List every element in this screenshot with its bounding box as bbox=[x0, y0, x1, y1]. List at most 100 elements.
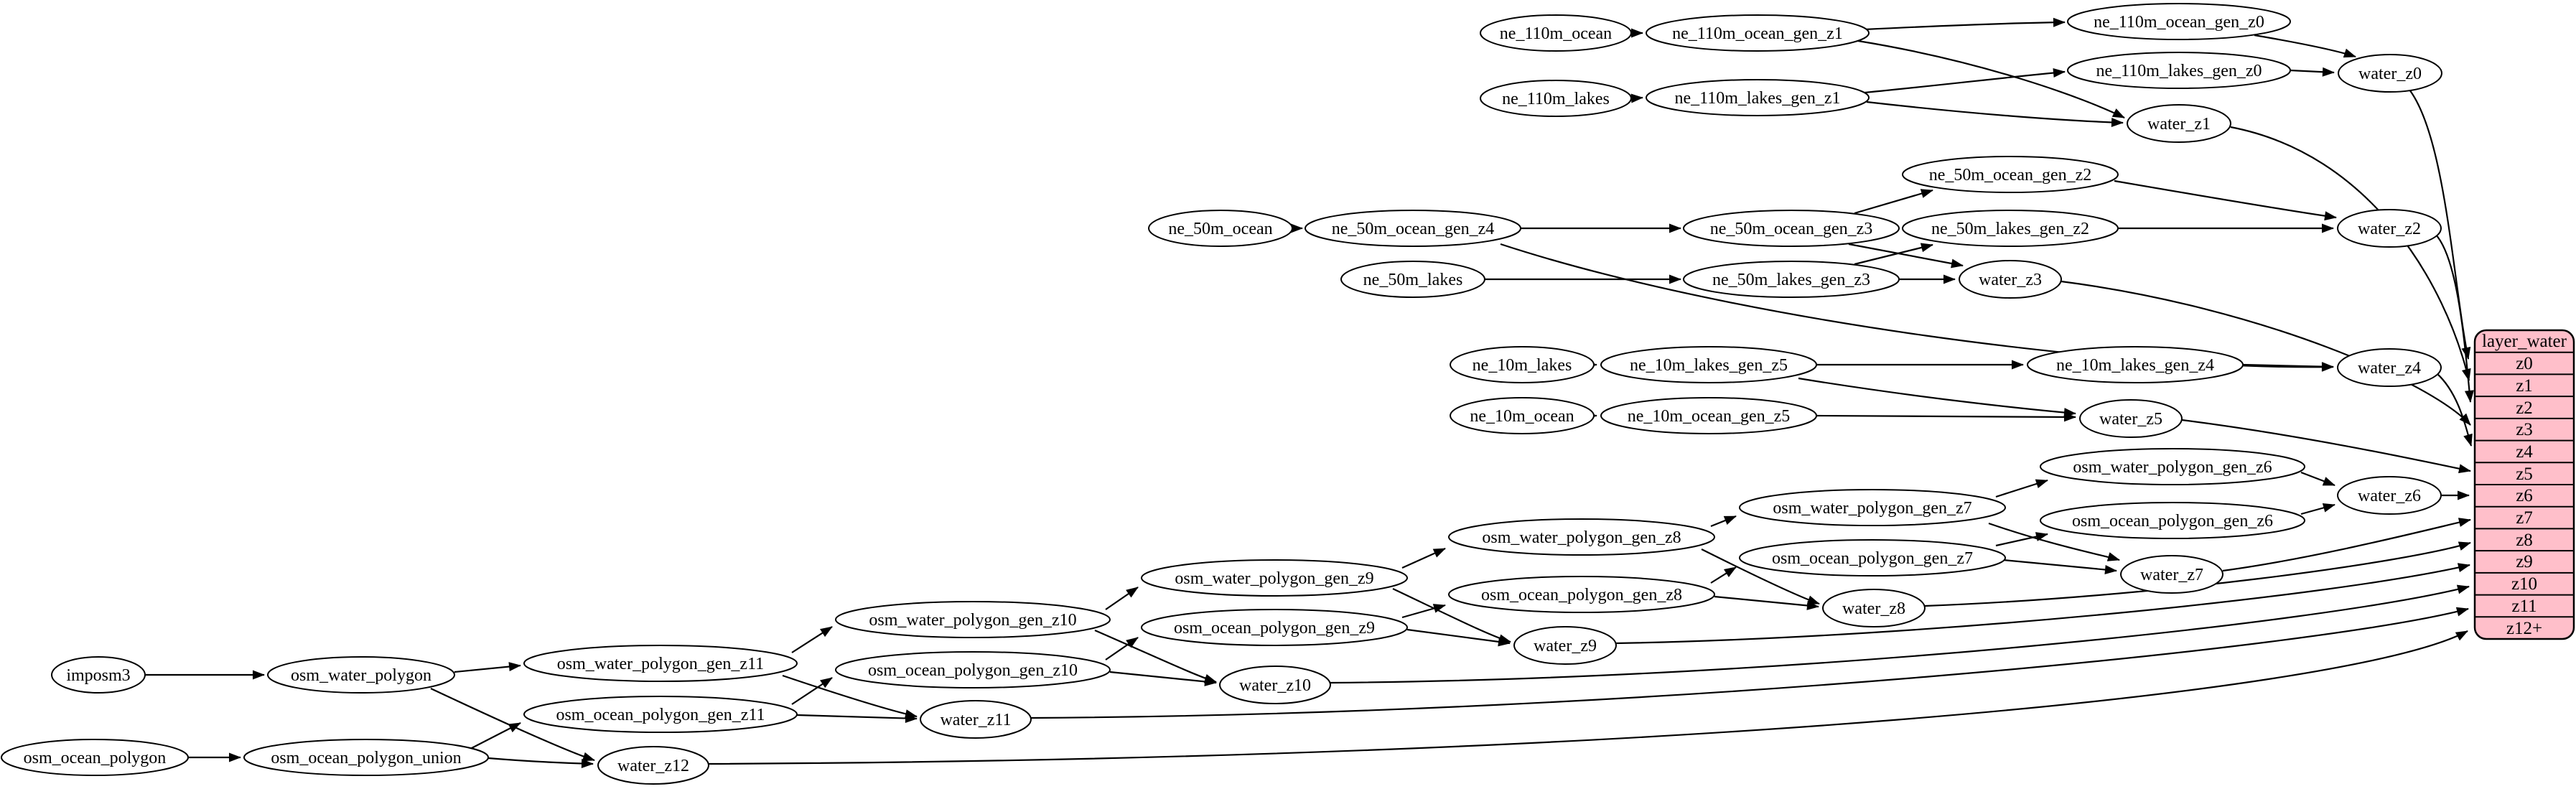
node-osm_ocean_polygon_gen_z11: osm_ocean_polygon_gen_z11 bbox=[523, 696, 798, 733]
edge-ne_110m_lakes_gen_z1--water_z1 bbox=[1866, 101, 2124, 127]
node-ne_50m_ocean_gen_z4: ne_50m_ocean_gen_z4 bbox=[1305, 210, 1521, 247]
node-water_z7: water_z7 bbox=[2120, 555, 2223, 594]
node-label: ne_50m_lakes bbox=[1363, 271, 1463, 289]
node-ne_110m_ocean_gen_z1: ne_110m_ocean_gen_z1 bbox=[1646, 14, 1870, 52]
node-label: osm_water_polygon bbox=[291, 666, 431, 685]
node-label: ne_110m_ocean_gen_z0 bbox=[2094, 13, 2264, 32]
edge-water_z11--layer_water-z11 bbox=[1030, 607, 2469, 719]
node-ne_10m_ocean: ne_10m_ocean bbox=[1450, 397, 1595, 434]
node-label: ne_50m_ocean bbox=[1168, 220, 1272, 238]
node-label: water_z5 bbox=[2099, 410, 2162, 429]
edge-ne_50m_ocean_gen_z3--water_z3 bbox=[1848, 243, 1964, 269]
node-label: imposm3 bbox=[66, 666, 130, 685]
node-label: osm_ocean_polygon bbox=[24, 749, 167, 767]
node-label: osm_water_polygon_gen_z7 bbox=[1773, 499, 1971, 518]
edge-osm_ocean_polygon_gen_z10--water_z10 bbox=[1109, 671, 1217, 686]
node-label: water_z12 bbox=[617, 757, 689, 775]
node-ne_50m_ocean_gen_z3: ne_50m_ocean_gen_z3 bbox=[1683, 210, 1900, 247]
edge-osm_ocean_polygon_gen_z8--osm_ocean_polygon_gen_z7 bbox=[1710, 566, 1737, 584]
node-osm_ocean_polygon_gen_z6: osm_ocean_polygon_gen_z6 bbox=[2040, 502, 2305, 539]
node-osm_water_polygon_gen_z8: osm_water_polygon_gen_z8 bbox=[1448, 518, 1715, 556]
node-osm_water_polygon_gen_z10: osm_water_polygon_gen_z10 bbox=[835, 601, 1111, 638]
edge-osm_water_polygon_gen_z7--water_z7 bbox=[1988, 522, 2120, 561]
node-osm_ocean_polygon_gen_z8: osm_ocean_polygon_gen_z8 bbox=[1448, 576, 1715, 613]
edge-ne_50m_ocean_gen_z2--water_z2 bbox=[2114, 179, 2337, 221]
edge-water_z4--layer_water-z4 bbox=[2436, 373, 2473, 447]
node-label: water_z6 bbox=[2358, 487, 2421, 505]
node-label: ne_110m_lakes_gen_z1 bbox=[1674, 89, 1840, 108]
node-label: osm_ocean_polygon_gen_z9 bbox=[1174, 619, 1375, 638]
edge-ne_110m_ocean_gen_z0--water_z0 bbox=[2254, 34, 2356, 58]
table-row-z12plus: z12+ bbox=[2506, 619, 2542, 638]
table-row-z6: z6 bbox=[2516, 486, 2533, 505]
node-label: ne_10m_ocean bbox=[1470, 407, 1574, 426]
node-label: water_z2 bbox=[2358, 220, 2421, 238]
edge-ne_50m_lakes_gen_z3--ne_50m_lakes_gen_z2 bbox=[1854, 243, 1933, 266]
edge-ne_110m_ocean_gen_z1--water_z1 bbox=[1857, 39, 2125, 118]
node-ne_50m_ocean: ne_50m_ocean bbox=[1148, 210, 1293, 247]
node-osm_ocean_polygon_union: osm_ocean_polygon_union bbox=[243, 739, 489, 776]
node-label: osm_water_polygon_gen_z10 bbox=[869, 611, 1076, 630]
node-layer: ne_110m_ocean ne_110m_ocean_gen_z1 ne_11… bbox=[1, 3, 2442, 785]
node-osm_water_polygon_gen_z9: osm_water_polygon_gen_z9 bbox=[1141, 559, 1408, 597]
edge-water_z3--layer_water-z3 bbox=[2061, 280, 2471, 426]
edge-osm_ocean_polygon_gen_z6--water_z6 bbox=[2300, 503, 2335, 515]
edge-water_z9--layer_water-z9 bbox=[1615, 563, 2470, 645]
edge-osm_water_polygon_gen_z7--osm_water_polygon_gen_z6 bbox=[1995, 479, 2048, 498]
node-osm_water_polygon_gen_z7: osm_water_polygon_gen_z7 bbox=[1739, 489, 2006, 526]
node-label: ne_50m_lakes_gen_z3 bbox=[1712, 271, 1870, 289]
node-label: ne_10m_lakes_gen_z4 bbox=[2056, 356, 2214, 375]
node-water_z1: water_z1 bbox=[2127, 104, 2231, 143]
node-label: water_z11 bbox=[940, 711, 1011, 729]
node-ne_10m_lakes_gen_z4: ne_10m_lakes_gen_z4 bbox=[2027, 346, 2244, 383]
node-label: osm_water_polygon_gen_z8 bbox=[1482, 528, 1681, 547]
node-label: osm_water_polygon_gen_z11 bbox=[557, 655, 764, 673]
node-label: ne_50m_ocean_gen_z4 bbox=[1332, 220, 1495, 238]
node-label: osm_ocean_polygon_union bbox=[271, 749, 461, 767]
node-label: osm_ocean_polygon_gen_z6 bbox=[2072, 512, 2273, 531]
edge-osm_water_polygon--water_z12 bbox=[430, 688, 595, 762]
edge-osm_ocean_polygon_gen_z11--osm_ocean_polygon_gen_z10 bbox=[791, 677, 833, 705]
node-ne_110m_lakes: ne_110m_lakes bbox=[1480, 80, 1632, 117]
edge-osm_ocean_polygon_gen_z8--water_z8 bbox=[1714, 595, 1819, 610]
node-water_z9: water_z9 bbox=[1513, 626, 1617, 665]
node-label: osm_ocean_polygon_gen_z10 bbox=[868, 661, 1078, 680]
edge-water_z8--layer_water-z8 bbox=[1924, 541, 2471, 607]
edge-water_z7--layer_water-z7 bbox=[2222, 518, 2471, 572]
edge-osm_water_polygon_gen_z11--osm_water_polygon_gen_z10 bbox=[791, 626, 833, 653]
table-row-z3: z3 bbox=[2516, 420, 2533, 439]
node-label: ne_10m_ocean_gen_z5 bbox=[1628, 407, 1791, 426]
edge-osm_ocean_polygon_gen_z11--water_z11 bbox=[796, 714, 918, 724]
node-ne_10m_ocean_gen_z5: ne_10m_ocean_gen_z5 bbox=[1600, 397, 1817, 434]
edge-osm_ocean_polygon_gen_z9--osm_ocean_polygon_gen_z8 bbox=[1401, 604, 1446, 619]
edge-ne_10m_lakes_gen_z4--water_z4 bbox=[2242, 362, 2334, 372]
table-row-z11: z11 bbox=[2511, 597, 2537, 616]
edge-water_z10--layer_water-z10 bbox=[1330, 584, 2470, 684]
table-row-z1: z1 bbox=[2516, 376, 2533, 396]
node-water_z5: water_z5 bbox=[2079, 399, 2183, 438]
node-label: osm_ocean_polygon_gen_z7 bbox=[1772, 549, 1973, 568]
node-water_z11: water_z11 bbox=[920, 700, 1032, 739]
edge-osm_water_polygon_gen_z6--water_z6 bbox=[2300, 471, 2335, 487]
node-osm_ocean_polygon_gen_z10: osm_ocean_polygon_gen_z10 bbox=[835, 651, 1111, 688]
node-osm_water_polygon_gen_z11: osm_water_polygon_gen_z11 bbox=[523, 645, 798, 682]
table-row-z5: z5 bbox=[2516, 464, 2533, 484]
node-label: water_z7 bbox=[2140, 566, 2203, 584]
node-osm_water_polygon: osm_water_polygon bbox=[267, 656, 455, 694]
node-label: water_z10 bbox=[1239, 676, 1311, 695]
node-ne_10m_lakes_gen_z5: ne_10m_lakes_gen_z5 bbox=[1600, 346, 1817, 383]
node-label: water_z1 bbox=[2147, 115, 2211, 134]
edge-osm_water_polygon_gen_z9--osm_water_polygon_gen_z8 bbox=[1401, 547, 1446, 569]
node-water_z2: water_z2 bbox=[2337, 209, 2442, 248]
node-label: ne_10m_lakes_gen_z5 bbox=[1630, 356, 1788, 375]
edge-water_z12--layer_water-z12plus bbox=[708, 630, 2468, 765]
node-ne_50m_lakes_gen_z3: ne_50m_lakes_gen_z3 bbox=[1683, 261, 1900, 298]
layer-water-table: layer_water z0 z1 z2 z3 z4 z5 z6 z7 z8 z… bbox=[2473, 329, 2575, 640]
table-row-z9: z9 bbox=[2516, 552, 2533, 571]
edge-osm_ocean_polygon_gen_z9--water_z9 bbox=[1406, 628, 1511, 647]
edge-osm_water_polygon--osm_water_polygon_gen_z11 bbox=[454, 662, 521, 673]
edge-ne_50m_ocean_gen_z4--water_z4 bbox=[1500, 243, 2334, 372]
node-osm_ocean_polygon: osm_ocean_polygon bbox=[1, 739, 189, 776]
